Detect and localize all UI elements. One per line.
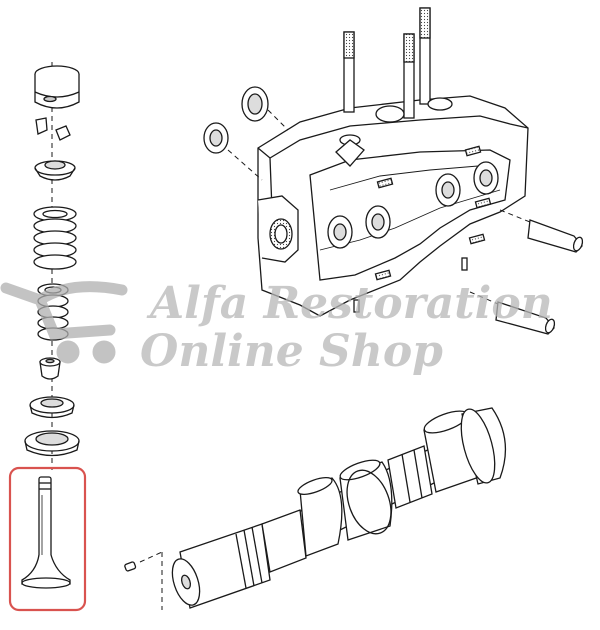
bolt <box>461 257 468 271</box>
cam-lobe <box>339 459 393 541</box>
watermark: Alfa Restoration Online Shop <box>0 278 553 377</box>
valve-highlight-frame[interactable] <box>8 466 87 612</box>
cam-lobe <box>387 445 433 509</box>
cart-icon <box>0 281 128 364</box>
seal-guide-lines <box>227 109 289 181</box>
oil-seals <box>203 86 269 154</box>
outer-valve-spring <box>33 206 77 270</box>
watermark-line1: Alfa Restoration <box>146 278 553 329</box>
valve-guides <box>495 219 584 335</box>
bolt <box>353 299 360 313</box>
engine-valve <box>21 476 71 589</box>
head-studs <box>374 145 492 281</box>
valve-cotters <box>35 117 71 141</box>
cam-lobe <box>261 477 343 573</box>
valve-seat-washer <box>24 430 80 457</box>
watermark-line2: Online Shop <box>140 326 443 377</box>
tappet-bucket <box>34 65 80 109</box>
valve-stem-seal <box>39 357 61 380</box>
valve-port-row <box>327 161 499 249</box>
tall-studs <box>339 7 453 146</box>
spring-retainer <box>34 160 76 181</box>
woodruff-key <box>124 561 137 572</box>
camshaft-guide-lines <box>139 551 163 610</box>
camshaft <box>124 407 506 609</box>
cylinder-head <box>257 7 529 317</box>
lower-spring-seat <box>29 396 75 419</box>
